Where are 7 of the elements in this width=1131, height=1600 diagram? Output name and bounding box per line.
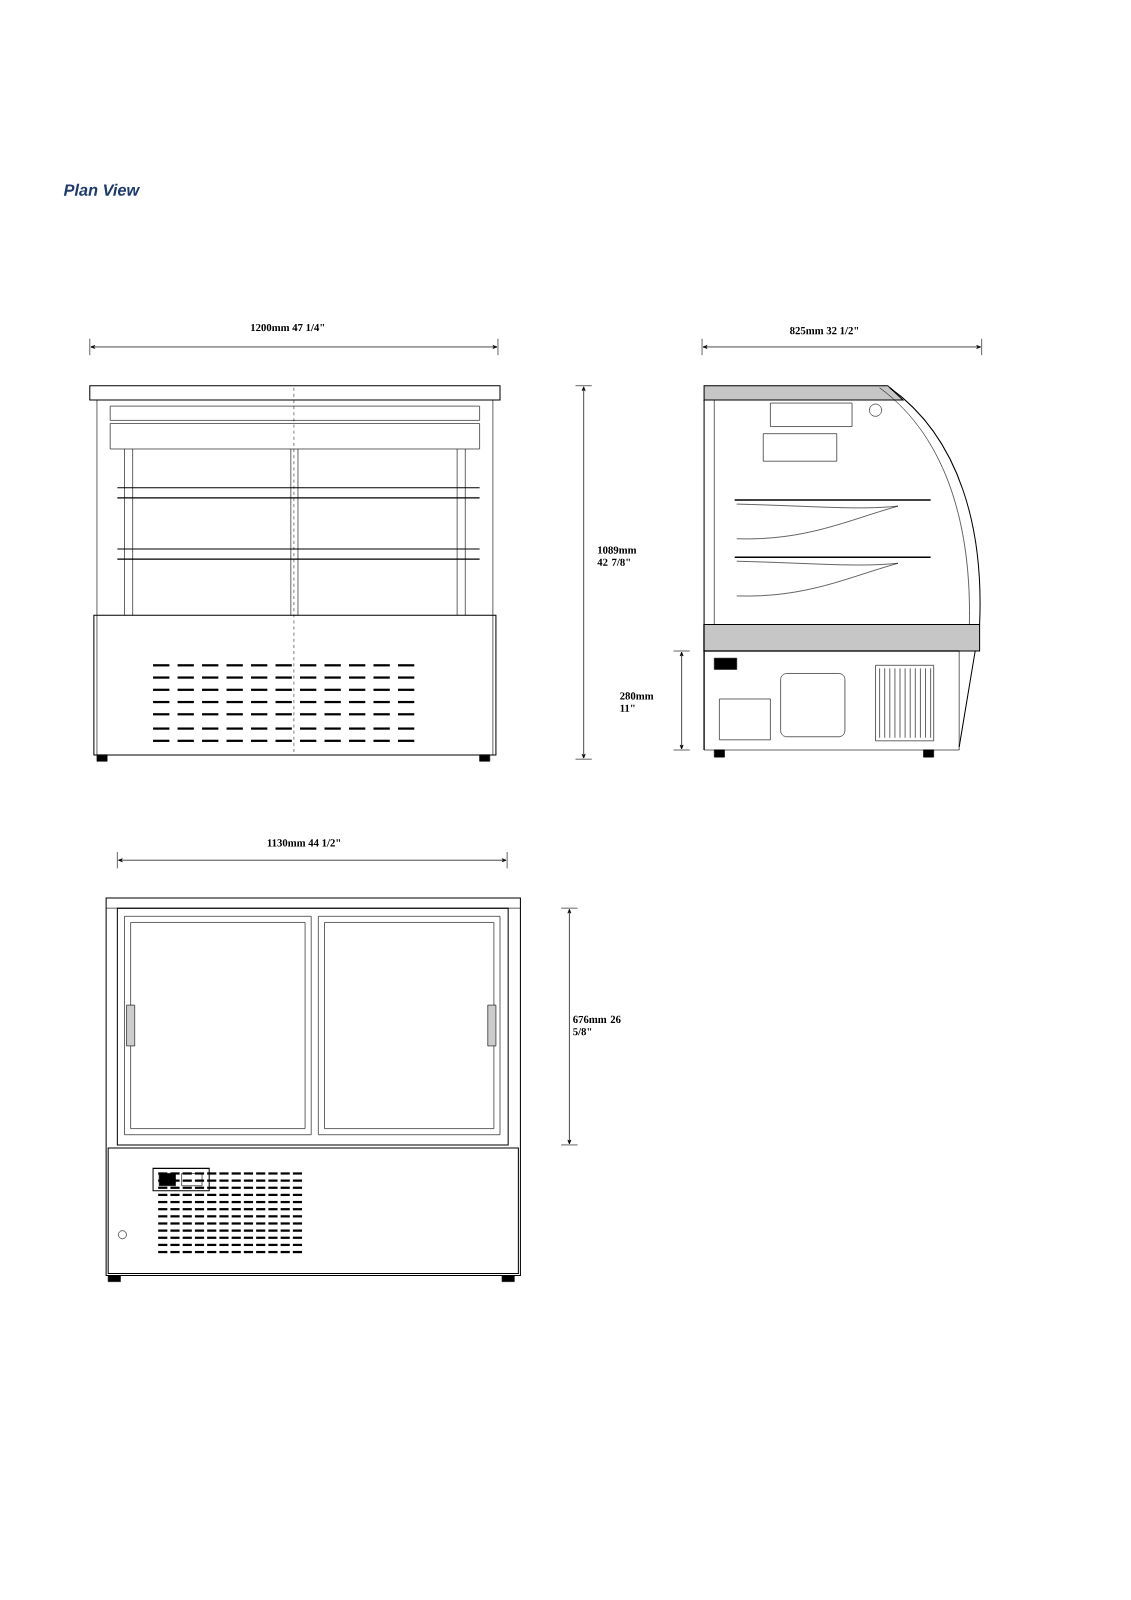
dimension-label: 280mm 11" — [620, 692, 654, 712]
title: Plan View — [64, 183, 141, 196]
dimension-label: 825mm 32 1/2" — [790, 327, 859, 335]
dimension-label: 1130mm 44 1/2" — [267, 839, 341, 847]
dimension-label: 1089mm 42 7/8" — [597, 546, 637, 566]
dimension-label: 1200mm 47 1/4" — [251, 323, 325, 332]
dimension-label: 676mm 26 5/8" — [573, 1015, 621, 1036]
